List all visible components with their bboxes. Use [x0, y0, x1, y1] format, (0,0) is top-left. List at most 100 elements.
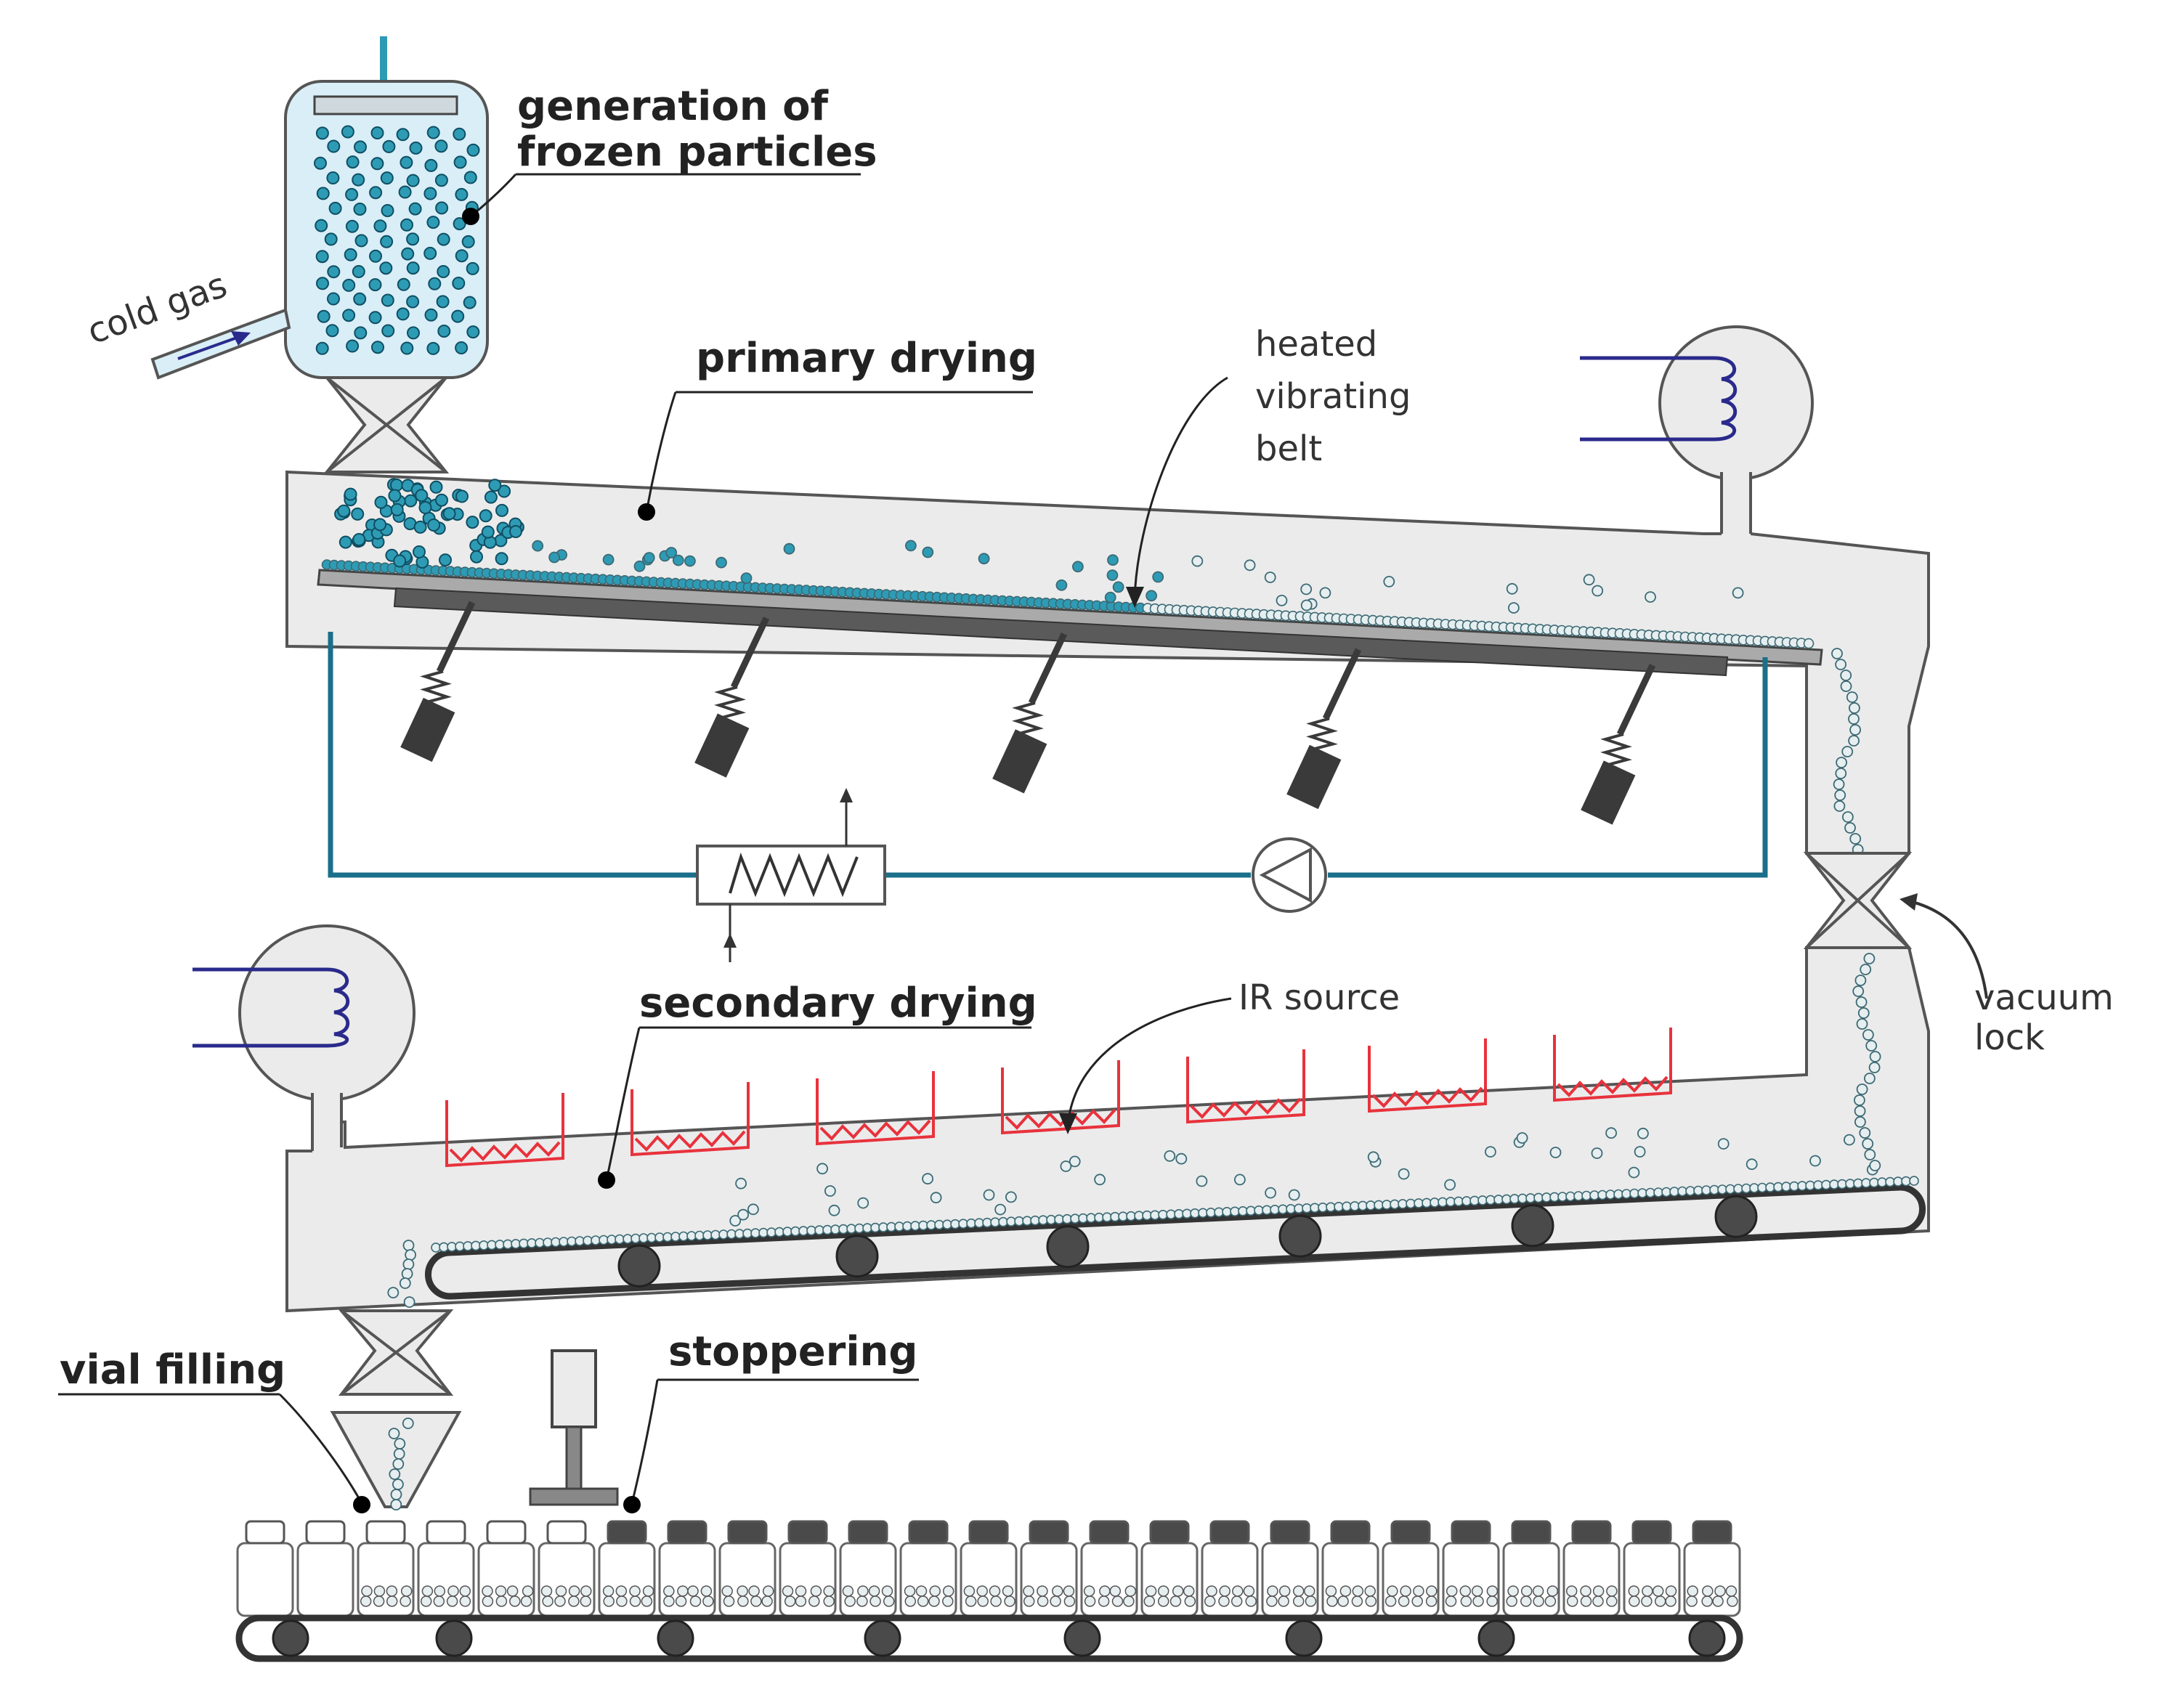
- belt-particle: [1565, 1191, 1576, 1202]
- frozen-particle: [437, 265, 450, 278]
- frozen-particle: [439, 553, 452, 567]
- frozen-particle: [453, 155, 467, 169]
- primary-belt-particles: [321, 478, 1815, 649]
- frozen-particle: [345, 219, 359, 233]
- belt-particle: [1821, 1179, 1831, 1190]
- vial: [1683, 1520, 1741, 1617]
- bouncing-particle: [783, 542, 795, 555]
- belt-particle: [1070, 1213, 1080, 1224]
- frozen-particle: [342, 278, 356, 292]
- bouncing-particle: [828, 1204, 840, 1216]
- vibrator: [400, 601, 476, 762]
- conveyor-roller: [864, 1619, 901, 1657]
- dried-particle: [1835, 659, 1847, 670]
- vial: [1562, 1520, 1621, 1617]
- frozen-particle: [396, 128, 410, 142]
- cold-gas-inlet-pipe: [150, 308, 291, 380]
- frozen-particle: [317, 309, 331, 323]
- bouncing-particle: [905, 540, 917, 552]
- vial: [839, 1520, 897, 1617]
- frozen-particle: [346, 155, 360, 169]
- dried-particle: [1854, 1116, 1866, 1128]
- vial: [1020, 1520, 1078, 1617]
- ir-heaters: [445, 1028, 1672, 1168]
- dried-particle: [1856, 1083, 1868, 1095]
- belt-particle: [998, 1216, 1008, 1227]
- ir-source-label: IR source: [1238, 977, 1400, 1018]
- belt-particle: [1086, 1213, 1096, 1223]
- frozen-particle: [371, 341, 384, 354]
- bouncing-particle: [684, 555, 696, 567]
- belt-particle: [1717, 1184, 1727, 1195]
- bouncing-particle: [1732, 587, 1744, 599]
- frozen-particle: [353, 292, 367, 306]
- belt-particle: [1190, 1208, 1200, 1219]
- belt-particle: [1062, 1213, 1072, 1224]
- falling-particle: [392, 1458, 405, 1470]
- belt-particle: [934, 1219, 944, 1230]
- belt-particle: [1238, 1206, 1248, 1216]
- conveyor-roller: [617, 1244, 661, 1288]
- bouncing-particle: [729, 1215, 742, 1227]
- belt-particle: [575, 1236, 585, 1246]
- vial: [1502, 1520, 1560, 1617]
- vial: [538, 1520, 596, 1617]
- belt-particle: [1461, 1196, 1472, 1206]
- frozen-particle: [346, 339, 360, 353]
- bouncing-particle: [1583, 574, 1595, 586]
- vacuum-lock-pointer: [1906, 899, 1988, 999]
- belt-particle: [1669, 1187, 1679, 1197]
- bouncing-particle: [1264, 572, 1276, 583]
- frozen-particle: [498, 484, 511, 498]
- bouncing-particle: [665, 547, 678, 558]
- belt-particle: [1637, 1188, 1647, 1198]
- frozen-particle: [495, 552, 508, 566]
- bouncing-particle: [1112, 581, 1124, 593]
- bouncing-particle: [1507, 602, 1520, 614]
- frozen-particle: [316, 187, 330, 200]
- conveyor-roller: [657, 1619, 694, 1657]
- dried-particle: [1841, 746, 1854, 757]
- belt-particle: [567, 1236, 577, 1247]
- bouncing-particle: [1637, 1127, 1649, 1139]
- belt-particle: [862, 1223, 872, 1233]
- falling-particle: [403, 1296, 415, 1308]
- bouncing-particle: [922, 546, 934, 558]
- belt-particle: [1605, 1190, 1615, 1200]
- belt-particle: [1533, 1192, 1544, 1203]
- belt-particle: [1326, 1202, 1336, 1213]
- belt-particle: [742, 1228, 753, 1239]
- bouncing-particle: [1265, 1187, 1276, 1199]
- conveyor-roller: [1511, 1204, 1554, 1248]
- frozen-particle: [327, 265, 341, 279]
- belt-particle: [662, 1232, 673, 1243]
- bouncing-particle: [1484, 1146, 1496, 1158]
- bouncing-particle: [1634, 1146, 1646, 1158]
- belt-particle: [1102, 1212, 1112, 1222]
- frozen-particle: [426, 126, 440, 139]
- belt-particle: [1845, 1179, 1855, 1189]
- dried-particle: [1852, 985, 1865, 997]
- bouncing-particle: [1506, 582, 1518, 595]
- vial: [1140, 1520, 1199, 1617]
- belt-particle: [1318, 1203, 1328, 1213]
- belt-particle: [918, 1220, 928, 1231]
- belt-particle: [1621, 1189, 1631, 1199]
- belt-particle: [559, 1237, 569, 1247]
- belt-particle: [942, 1219, 952, 1229]
- belt-particle: [1414, 1198, 1424, 1208]
- vial: [417, 1520, 475, 1617]
- belt-particle: [1398, 1199, 1408, 1209]
- belt-particle: [1485, 1195, 1496, 1205]
- belt-particle: [583, 1235, 593, 1246]
- dried-particle: [1868, 1062, 1881, 1073]
- frozen-particle: [354, 234, 368, 248]
- frozen-particle: [327, 292, 340, 306]
- frozen-particle: [370, 126, 384, 139]
- frozen-particle: [470, 550, 483, 564]
- dried-particle: [1848, 735, 1860, 747]
- belt-particle: [1597, 1190, 1607, 1200]
- belt-particle: [535, 1237, 545, 1248]
- belt-particle: [966, 1218, 976, 1229]
